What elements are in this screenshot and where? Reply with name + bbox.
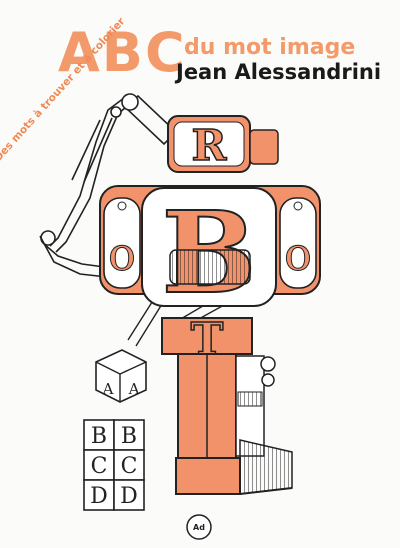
publisher-logo-text: Ad: [193, 523, 205, 532]
robot-torso: B o o: [99, 185, 321, 320]
publisher-logo: Ad: [186, 514, 212, 540]
robot-right-ear-letter: o: [284, 227, 312, 281]
cube-letter-d-right: D: [120, 484, 138, 509]
held-cube-letter-1: A: [102, 380, 114, 398]
stacked-letter-cubes: B B C C D D: [83, 419, 145, 511]
cube-letter-c-right: C: [121, 454, 138, 479]
cover-subtitle: du mot image: [184, 35, 356, 60]
robot-legs: T: [161, 313, 293, 495]
cube-letter-b-right: B: [121, 424, 137, 449]
held-cube-letter-2: A: [128, 380, 140, 398]
cover-author: Jean Alessandrini: [176, 60, 382, 84]
robot-left-ear-letter: o: [108, 227, 136, 281]
cover-title-abc: ABC: [58, 21, 187, 84]
robot-head: R: [167, 115, 279, 173]
cube-letter-c-left: C: [91, 454, 108, 479]
cube-letter-d-left: D: [90, 484, 108, 509]
robot-head-letter: R: [192, 121, 228, 170]
robot-arm-left: [39, 93, 178, 279]
cube-letter-b-left: B: [91, 424, 107, 449]
held-letter-cube: A A: [95, 349, 147, 403]
